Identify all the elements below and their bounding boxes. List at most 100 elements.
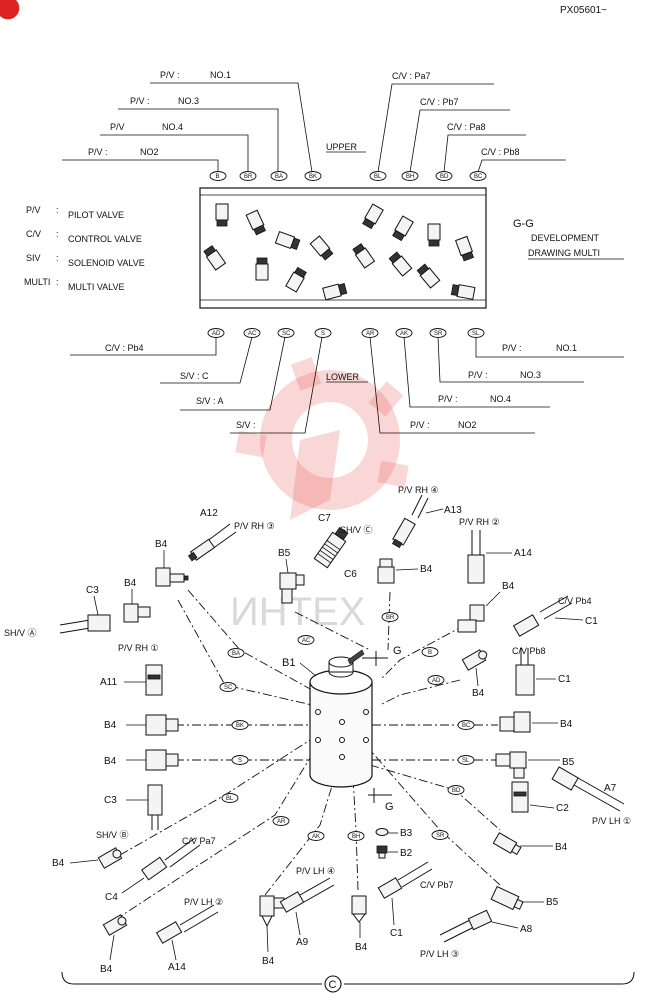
svg-text:P/V :: P/V :	[88, 147, 108, 157]
label-a7: A7	[604, 783, 617, 794]
label-c3-lower: C3	[104, 795, 117, 806]
section-title: G-G	[513, 218, 534, 230]
fitting-b4-right-1	[457, 604, 485, 633]
svg-text:B: B	[216, 174, 220, 180]
label-a14-top: A14	[514, 548, 532, 559]
fitting-a9	[279, 877, 335, 913]
label-c3: C3	[86, 585, 99, 596]
svg-text::: :	[56, 277, 59, 287]
svg-text:P/V :: P/V :	[160, 70, 180, 80]
label-b5-upper: B5	[278, 548, 291, 559]
svg-text:AD: AD	[212, 331, 221, 337]
lower-leader-labels: C/V : Pb4 S/V : C S/V : A S/V : P/V : NO…	[105, 343, 577, 430]
label-b4-7: B4	[420, 564, 433, 575]
label-b4-1: B4	[155, 539, 168, 550]
svg-text:BC: BC	[462, 723, 471, 729]
svg-text:SOLENOID VALVE: SOLENOID VALVE	[68, 258, 145, 268]
callout-cv-pb4: C/V Pb4	[558, 596, 592, 606]
assembly-view: BA BR AC SC B AD BK BC S SL BL BD AR AK …	[4, 485, 635, 993]
svg-text:AD: AD	[432, 678, 441, 684]
label-b4-5: B4	[52, 858, 65, 869]
label-b5-right: B5	[562, 757, 575, 768]
svg-text:BR: BR	[386, 615, 395, 621]
upper-port-tags: B BR BA BK BL BH BD BC	[209, 171, 487, 181]
svg-text:NO.1: NO.1	[210, 70, 231, 80]
label-c4: C4	[105, 892, 118, 903]
svg-text:BA: BA	[275, 174, 283, 180]
fitting-b4-bottom-1	[259, 895, 285, 928]
corner-badge	[0, 0, 20, 20]
hose-tags: BA BR AC SC B AD BK BC S SL BL BD AR AK …	[219, 612, 475, 841]
multi-valve-body-b1	[309, 649, 373, 788]
svg-text:BK: BK	[309, 174, 317, 180]
svg-text:CONTROL VALVE: CONTROL VALVE	[68, 234, 142, 244]
label-b3: B3	[400, 828, 413, 839]
svg-text:BD: BD	[452, 788, 461, 794]
label-b4-10: B4	[560, 719, 573, 730]
svg-text:NO2: NO2	[458, 420, 477, 430]
svg-text:G: G	[393, 645, 402, 657]
watermark-text: ИНТЕХ	[230, 590, 365, 634]
svg-text::: :	[56, 253, 59, 263]
svg-text:BR: BR	[244, 174, 253, 180]
svg-text:C/V : Pa7: C/V : Pa7	[392, 71, 431, 81]
bottom-brace: C	[61, 971, 635, 993]
svg-text:SR: SR	[436, 833, 445, 839]
label-b4-9: B4	[472, 688, 485, 699]
fitting-b4-right-3	[499, 711, 531, 733]
svg-text:NO.4: NO.4	[162, 122, 183, 132]
svg-text:S: S	[238, 758, 242, 764]
svg-text:MULTI: MULTI	[24, 277, 50, 287]
development-view: P/V : PILOT VALVE C/V : CONTROL VALVE SI…	[24, 70, 624, 434]
svg-text::: :	[56, 229, 59, 239]
lower-row-fittings	[203, 243, 476, 301]
label-a12: A12	[200, 508, 218, 519]
svg-text:P/V :: P/V :	[468, 370, 488, 380]
svg-text:S/V : A: S/V : A	[196, 396, 224, 406]
fitting-a12	[187, 523, 237, 562]
upper-label: UPPER	[326, 142, 358, 152]
svg-text:C/V: C/V	[26, 229, 41, 239]
label-b5-bottom: B5	[546, 897, 559, 908]
callout-pv-rh2: P/V RH ②	[459, 517, 500, 527]
svg-text:NO.1: NO.1	[556, 343, 577, 353]
legend: P/V : PILOT VALVE C/V : CONTROL VALVE SI…	[24, 205, 145, 292]
svg-text:B: B	[428, 650, 432, 656]
fitting-b4-right-2	[461, 649, 488, 671]
lower-port-tags: AD AC SC S AR AK SR SL	[207, 328, 485, 338]
svg-text:PILOT VALVE: PILOT VALVE	[68, 210, 124, 220]
fitting-b4-left-3	[145, 714, 179, 736]
fitting-a13	[391, 494, 429, 549]
svg-text:AR: AR	[366, 331, 375, 337]
svg-text:NO2: NO2	[140, 147, 159, 157]
svg-text:S: S	[321, 331, 325, 337]
callout-pv-lh1: P/V LH ①	[592, 816, 631, 826]
label-b4-6: B4	[100, 964, 113, 975]
svg-text:AR: AR	[277, 819, 286, 825]
svg-text:P/V :: P/V :	[502, 343, 522, 353]
svg-text:SL: SL	[472, 331, 480, 337]
fitting-b4-left-4	[145, 749, 179, 771]
manifold-block	[199, 187, 487, 309]
callout-pv-rh4: P/V RH ④	[398, 485, 439, 495]
svg-text:SC: SC	[282, 331, 291, 337]
svg-text:SL: SL	[462, 758, 470, 764]
label-b4-8: B4	[502, 581, 515, 592]
svg-text::: :	[56, 205, 59, 215]
section-subtitle-1: DEVELOPMENT	[531, 233, 600, 243]
fitting-b4-left-2	[123, 603, 151, 623]
label-a13: A13	[444, 505, 462, 516]
callout-cv-pb8: C/V Pb8	[512, 646, 546, 656]
callout-pv-rh1: P/V RH ①	[118, 643, 159, 653]
svg-text:MULTI VALVE: MULTI VALVE	[68, 282, 125, 292]
fitting-b5-right	[495, 751, 527, 779]
svg-text:AK: AK	[312, 834, 320, 840]
svg-text:G: G	[385, 801, 394, 813]
svg-text:P/V: P/V	[110, 122, 125, 132]
svg-text:C/V : Pb7: C/V : Pb7	[420, 97, 459, 107]
svg-text:P/V :: P/V :	[410, 420, 430, 430]
svg-text:AC: AC	[302, 638, 311, 644]
svg-text:NO.3: NO.3	[520, 370, 541, 380]
label-c1-mid: C1	[558, 674, 571, 685]
callout-pv-lh3: P/V LH ③	[420, 949, 459, 959]
